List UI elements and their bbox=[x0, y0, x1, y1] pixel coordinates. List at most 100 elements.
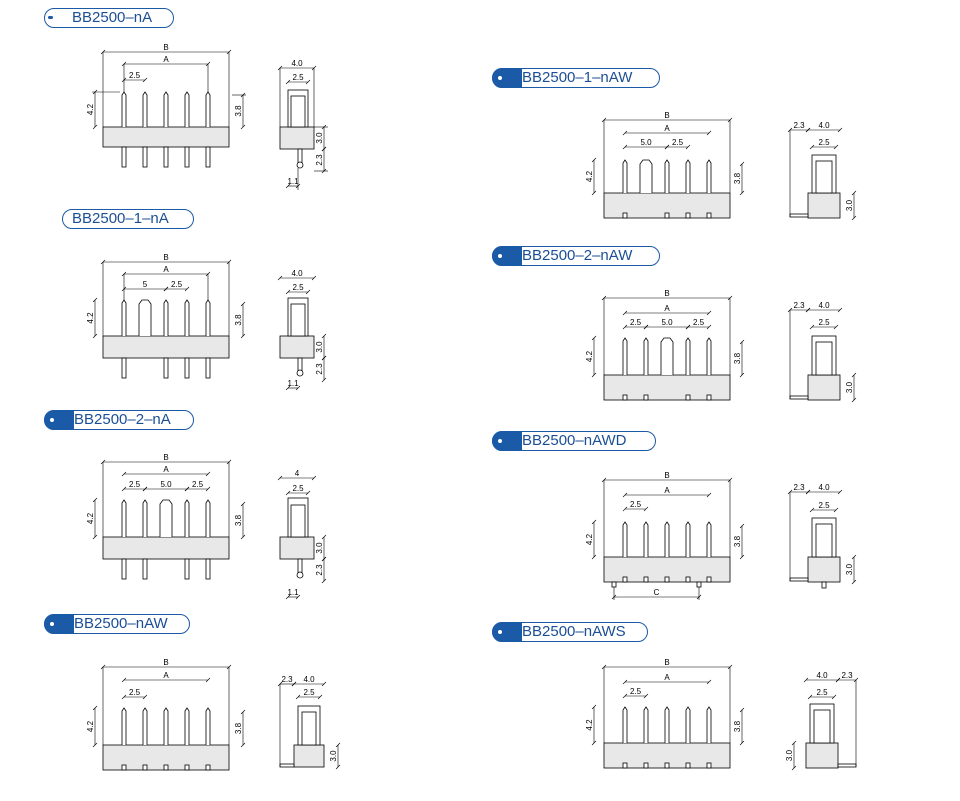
pin bbox=[622, 337, 628, 375]
dim-label: B bbox=[664, 658, 669, 667]
pin-tail bbox=[184, 357, 190, 379]
pin-tail bbox=[184, 146, 190, 168]
side-inner bbox=[290, 303, 306, 337]
side-body bbox=[807, 556, 841, 583]
pin bbox=[622, 159, 628, 193]
dim-tick bbox=[851, 554, 857, 560]
dim-tick bbox=[791, 765, 797, 771]
side-pin-tip bbox=[296, 571, 304, 579]
dim-tick bbox=[291, 681, 297, 687]
pin-foot bbox=[121, 764, 127, 771]
dim-tick bbox=[92, 534, 98, 540]
dim-label: 2.5 bbox=[129, 71, 141, 80]
pin bbox=[163, 299, 169, 336]
dim-tick bbox=[240, 709, 246, 715]
dim-label: 5 bbox=[143, 280, 148, 289]
pin-tail bbox=[163, 146, 169, 168]
dim-tick bbox=[833, 144, 839, 150]
pin-foot bbox=[643, 576, 649, 583]
dim-tick bbox=[622, 679, 628, 685]
wide-pin bbox=[159, 499, 173, 537]
dim-tick bbox=[739, 740, 745, 746]
dim-label: B bbox=[664, 289, 669, 298]
dim-label: 2.3 bbox=[793, 483, 805, 492]
dim-label: A bbox=[664, 304, 670, 313]
bullet-icon bbox=[498, 76, 502, 80]
dim-label: 4.2 bbox=[585, 719, 594, 731]
dim-tick bbox=[851, 215, 857, 221]
dim-tick bbox=[321, 578, 327, 584]
dim-label: 2.5 bbox=[292, 283, 304, 292]
dim-label: 2.5 bbox=[129, 688, 141, 697]
dim-tick bbox=[121, 486, 127, 492]
pin bbox=[142, 499, 148, 537]
dim-label: 4.0 bbox=[818, 121, 830, 130]
dim-tick bbox=[643, 324, 649, 330]
dim-label: 4.2 bbox=[86, 312, 95, 324]
pin bbox=[121, 707, 127, 745]
dim-tick bbox=[591, 157, 597, 163]
dim-tick bbox=[739, 161, 745, 167]
dim-tick bbox=[285, 490, 291, 496]
dim-tick bbox=[685, 144, 691, 150]
dim-tick bbox=[92, 705, 98, 711]
side-pin-bent bbox=[789, 395, 809, 400]
pin bbox=[643, 337, 649, 375]
dim-tick bbox=[739, 339, 745, 345]
dim-tick bbox=[240, 333, 246, 339]
dim-tick bbox=[622, 693, 628, 699]
dim-tick bbox=[835, 677, 841, 683]
dim-tick bbox=[805, 307, 811, 313]
pin-foot bbox=[622, 576, 628, 583]
dim-tick bbox=[92, 497, 98, 503]
peg bbox=[696, 581, 702, 588]
pin bbox=[184, 91, 190, 127]
dim-label: 2.5 bbox=[292, 484, 304, 493]
dim-label: 2.5 bbox=[818, 138, 830, 147]
pin-foot bbox=[685, 762, 691, 769]
dim-label: 2.5 bbox=[303, 688, 315, 697]
dim-label: 4.2 bbox=[86, 720, 95, 732]
dim-tick bbox=[92, 742, 98, 748]
dim-label: 2.5 bbox=[693, 318, 705, 327]
pin bbox=[163, 91, 169, 127]
side-body bbox=[805, 742, 839, 769]
dim-label: A bbox=[163, 55, 169, 64]
pin-tail bbox=[205, 146, 211, 168]
side-inner bbox=[815, 341, 833, 376]
bullet-icon bbox=[48, 16, 53, 19]
dim-tick bbox=[285, 183, 291, 189]
dim-tick bbox=[240, 742, 246, 748]
dim-label: 3.0 bbox=[315, 341, 324, 353]
pin-foot bbox=[664, 212, 670, 219]
dim-tick bbox=[205, 471, 211, 477]
dim-tick bbox=[739, 707, 745, 713]
dim-tick bbox=[335, 742, 341, 748]
dim-tick bbox=[851, 190, 857, 196]
dim-tick bbox=[706, 324, 712, 330]
dim-tick bbox=[851, 579, 857, 585]
dim-label: B bbox=[163, 658, 168, 667]
side-inner bbox=[815, 160, 833, 194]
pin bbox=[205, 499, 211, 537]
dim-label: B bbox=[664, 111, 669, 120]
pin-tail bbox=[121, 357, 127, 379]
bullet-icon bbox=[498, 254, 502, 258]
dim-label: A bbox=[664, 124, 670, 133]
dim-tick bbox=[706, 130, 712, 136]
dim-tick bbox=[205, 486, 211, 492]
dim-tick bbox=[321, 681, 327, 687]
dim-label: 3.0 bbox=[845, 381, 854, 393]
side-pin-bent bbox=[837, 763, 857, 768]
dim-tick bbox=[240, 301, 246, 307]
pin bbox=[664, 159, 670, 193]
dim-label: 4.0 bbox=[818, 301, 830, 310]
pin-foot bbox=[664, 576, 670, 583]
dim-label: 5.0 bbox=[640, 138, 652, 147]
